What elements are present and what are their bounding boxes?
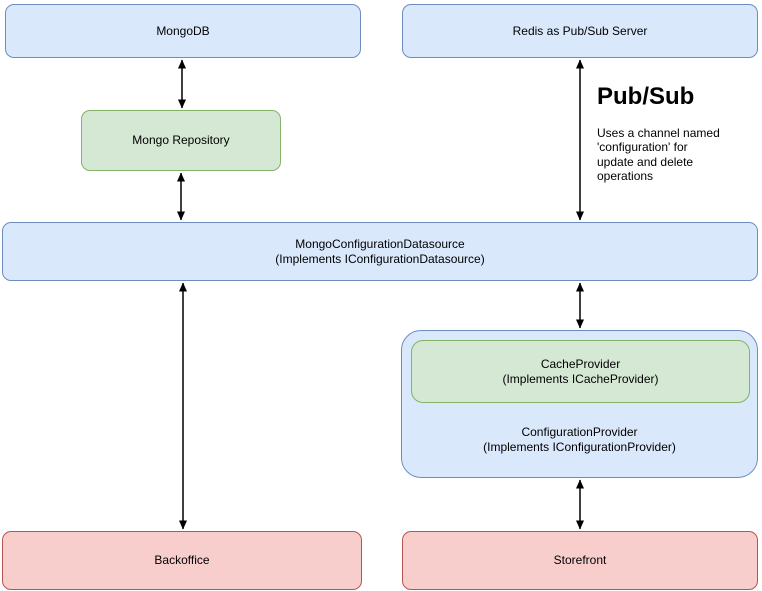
node-backoffice: Backoffice	[2, 531, 362, 590]
node-configuration-provider-label: ConfigurationProvider (Implements IConfi…	[402, 403, 757, 477]
node-storefront: Storefront	[402, 531, 758, 590]
node-configuration-provider-subtitle: (Implements IConfigurationProvider)	[483, 440, 676, 454]
node-mongo-configuration-datasource-title: MongoConfigurationDatasource	[295, 236, 465, 251]
node-mongodb: MongoDB	[5, 4, 361, 58]
pubsub-annotation-title: Pub/Sub	[597, 83, 695, 110]
node-mongo-configuration-datasource-subtitle: (Implements IConfigurationDatasource)	[275, 251, 485, 266]
node-cache-provider-title: CacheProvider	[540, 356, 621, 371]
node-configuration-provider-title: ConfigurationProvider	[521, 425, 638, 439]
pubsub-annotation-note: Uses a channel named 'configuration' for…	[597, 126, 720, 184]
node-mongo-repository-label: Mongo Repository	[132, 133, 230, 147]
node-cache-provider-subtitle: (Implements ICacheProvider)	[502, 371, 659, 386]
node-configuration-provider: CacheProvider (Implements ICacheProvider…	[401, 330, 758, 478]
node-storefront-label: Storefront	[553, 553, 607, 567]
node-backoffice-label: Backoffice	[154, 553, 210, 567]
node-redis-label: Redis as Pub/Sub Server	[512, 23, 648, 38]
node-mongo-repository: Mongo Repository	[81, 110, 281, 171]
node-cache-provider: CacheProvider (Implements ICacheProvider…	[411, 340, 750, 403]
node-mongo-configuration-datasource: MongoConfigurationDatasource (Implements…	[2, 222, 758, 281]
node-redis: Redis as Pub/Sub Server	[402, 4, 758, 58]
node-mongodb-label: MongoDB	[156, 23, 210, 38]
